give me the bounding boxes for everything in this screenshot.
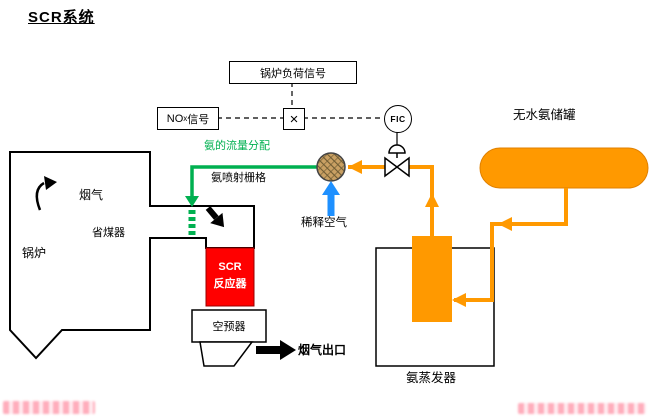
ammonia-tank-body bbox=[479, 147, 649, 189]
scr-reactor-label-line2: 反应器 bbox=[213, 277, 247, 290]
fic-controller: FIC bbox=[384, 105, 412, 133]
flue-outlet-arrow bbox=[256, 340, 296, 360]
nox-label-sub: x bbox=[183, 114, 188, 123]
air-preheater-text: 空预器 bbox=[212, 321, 246, 333]
air-preheater-label: 空预器 bbox=[192, 310, 266, 342]
ammonia-tank-label: 无水氨储罐 bbox=[513, 108, 576, 122]
watermark-right bbox=[518, 403, 646, 414]
flue-gas-label: 烟气 bbox=[79, 188, 104, 202]
evaporator-column bbox=[412, 236, 452, 322]
air-preheater-box bbox=[191, 309, 267, 343]
boiler-label: 锅炉 bbox=[22, 246, 47, 260]
multiplier-box: × bbox=[283, 108, 305, 130]
multiply-icon: × bbox=[289, 110, 299, 128]
scr-reactor-label: SCR 反应器 bbox=[206, 259, 254, 292]
fic-label: FIC bbox=[390, 114, 406, 124]
watermark-left bbox=[3, 401, 95, 414]
dilution-air-arrow bbox=[322, 181, 340, 216]
boiler-and-duct-outline bbox=[9, 151, 255, 360]
dilution-air-label: 稀释空气 bbox=[301, 217, 347, 229]
ammonia-injection-grid-label: 氨喷射栅格 bbox=[211, 172, 266, 184]
nox-label-prefix: NO bbox=[166, 112, 184, 125]
mixer bbox=[316, 152, 346, 182]
duct-flow-arrow bbox=[205, 206, 225, 228]
boiler-load-signal-box: 锅炉负荷信号 bbox=[229, 61, 357, 84]
boiler-load-signal-label: 锅炉负荷信号 bbox=[260, 67, 326, 80]
economizer-label: 省煤器 bbox=[92, 227, 125, 239]
flue-gas-rise-arrow bbox=[35, 181, 45, 211]
ammonia-flow-arrowhead bbox=[185, 196, 199, 207]
nox-label-suffix: 信号 bbox=[187, 113, 210, 126]
pipe-arrowheads bbox=[348, 160, 512, 307]
flue-gas-rise-arrowhead bbox=[44, 176, 57, 190]
ammonia-flow-distribution-label: 氨的流量分配 bbox=[204, 140, 270, 152]
flue-gas-outlet-label: 烟气出口 bbox=[298, 343, 347, 357]
scr-reactor-box bbox=[205, 247, 255, 307]
ammonia-flow-line bbox=[190, 165, 317, 198]
preheater-hopper bbox=[199, 341, 254, 367]
signal-dashed-lines bbox=[217, 82, 384, 119]
page-title: SCR系统 bbox=[28, 9, 95, 26]
control-valve bbox=[384, 144, 410, 178]
ammonia-evaporator-label: 氨蒸发器 bbox=[406, 371, 457, 385]
scr-reactor-label-line1: SCR bbox=[218, 261, 242, 273]
